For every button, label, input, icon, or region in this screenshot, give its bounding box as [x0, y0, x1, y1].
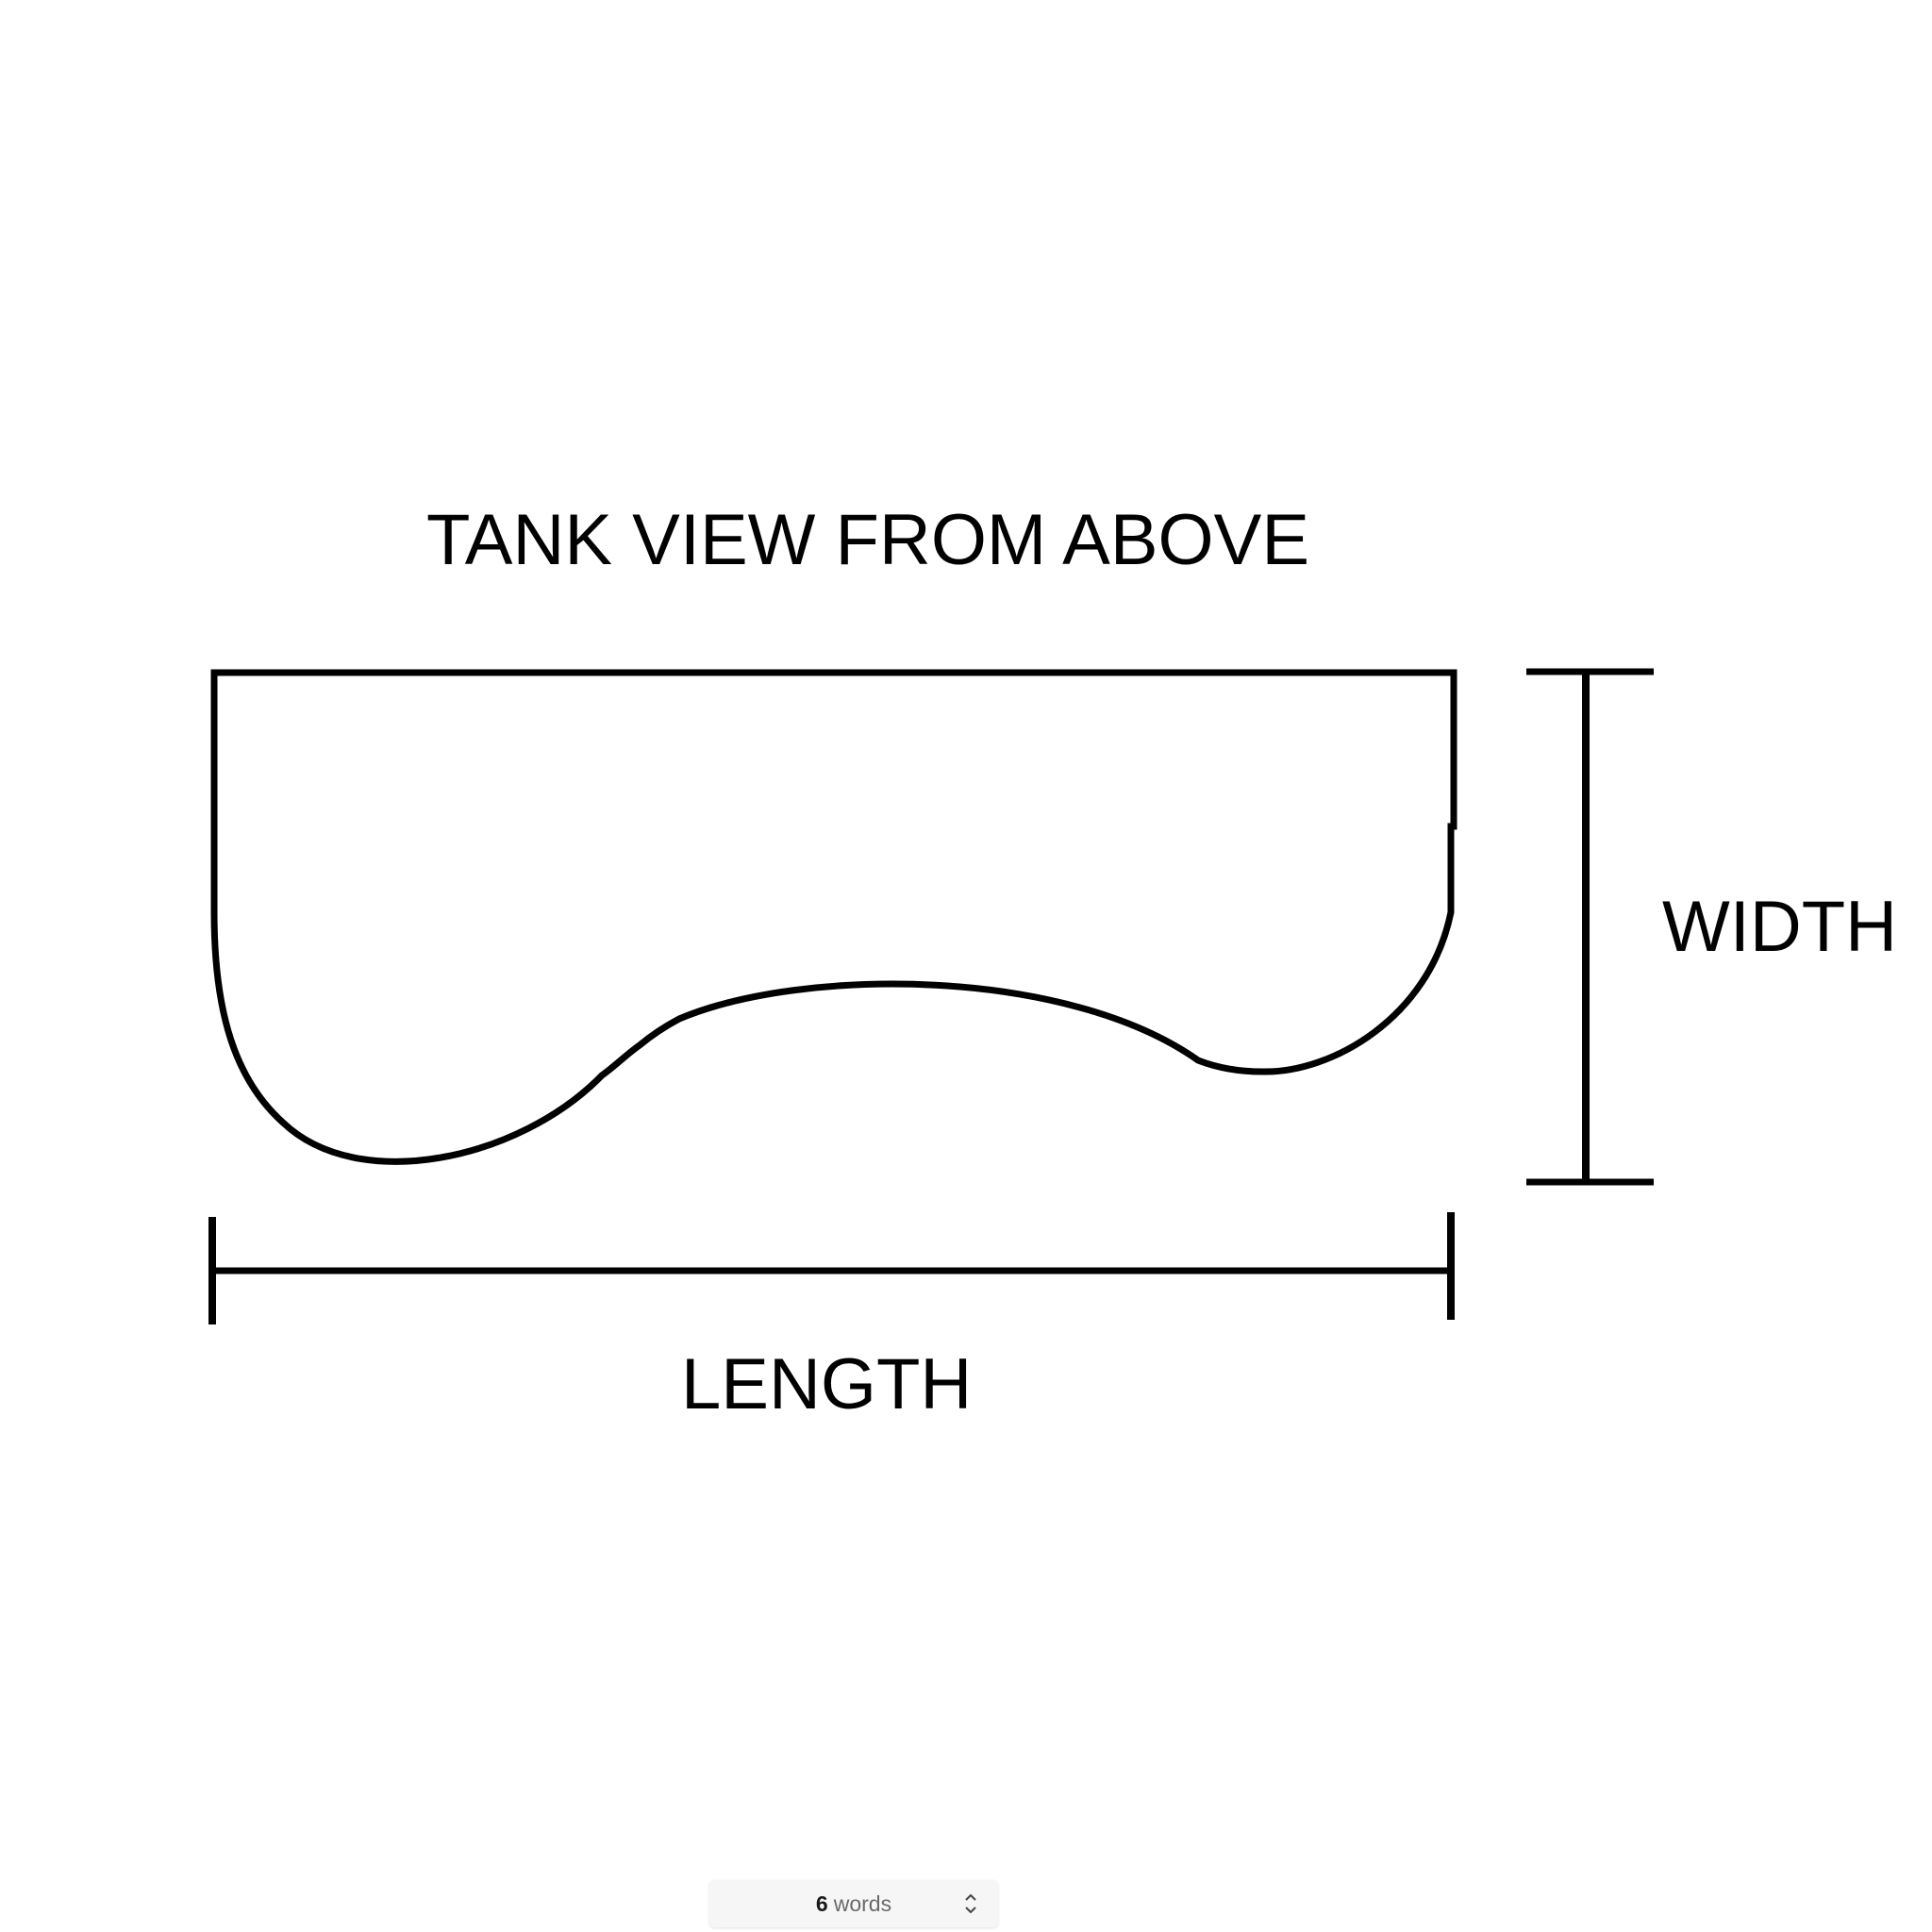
- tank-outline: [210, 669, 1457, 1165]
- word-count-unit: words: [833, 1890, 892, 1916]
- length-dimension: [208, 1212, 1455, 1324]
- diagram-title: TANK VIEW FROM ABOVE: [426, 500, 1309, 580]
- length-label: LENGTH: [681, 1344, 972, 1424]
- word-count-selector[interactable]: 6 words: [709, 1880, 998, 1927]
- chevron-up-down-icon[interactable]: [962, 1890, 979, 1917]
- word-count-value: 6: [815, 1890, 828, 1916]
- width-label: WIDTH: [1662, 887, 1897, 967]
- width-dimension: [1526, 668, 1654, 1186]
